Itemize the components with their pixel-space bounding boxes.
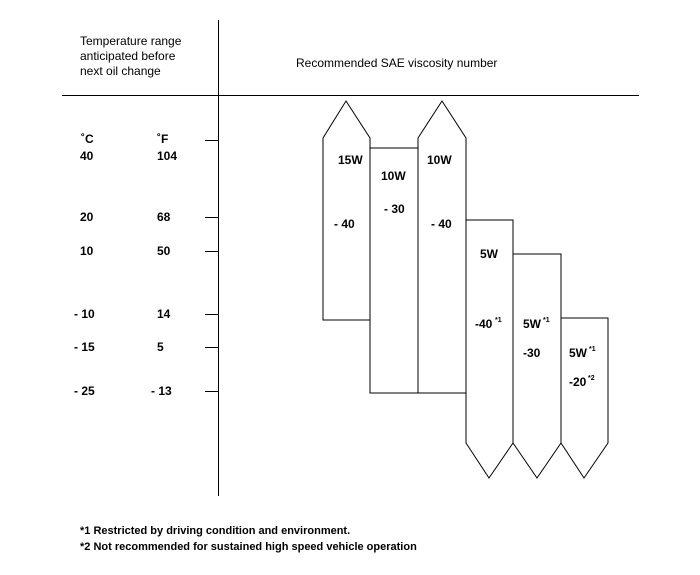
fahrenheit-value: 68 (157, 210, 171, 224)
low-temp-label: -40 (475, 317, 493, 331)
horizontal-divider (62, 95, 639, 96)
viscosity-rect (369, 147, 419, 394)
scale-tick (205, 140, 218, 141)
fahrenheit-value: - 13 (151, 384, 172, 398)
celsius-unit-label: ˚C (81, 132, 94, 146)
fahrenheit-value: 104 (157, 149, 178, 163)
footnote-mark: *1 (589, 346, 596, 353)
grade-label: 10W (427, 153, 452, 167)
grade-5w-20-band: 5W *1 -20 *2 (560, 317, 609, 479)
low-temp-label: -30 (523, 346, 541, 360)
vertical-divider (218, 20, 219, 496)
header-line: next oil change (80, 64, 161, 78)
footnote-mark: *1 (495, 317, 502, 324)
fahrenheit-value: 14 (157, 307, 171, 321)
grade-5w-40-band: 5W -40 *1 (465, 219, 514, 479)
grade-label: 10W (381, 169, 406, 183)
grade-15w-40-band: 15W - 40 (322, 100, 371, 321)
grade-5w-30-band: 5W *1 -30 (512, 253, 562, 479)
scale-tick (205, 347, 218, 348)
grade-10w-40-band: 10W - 40 (417, 100, 467, 394)
fahrenheit-unit-label: ˚F (157, 132, 169, 146)
fahrenheit-value: 5 (157, 340, 164, 354)
viscosity-arrow (560, 317, 609, 479)
celsius-value: - 25 (74, 384, 95, 398)
viscosity-arrow (417, 100, 467, 394)
scale-tick (205, 251, 218, 252)
low-temp-label: - 30 (384, 202, 405, 216)
low-temp-label: - 40 (431, 217, 452, 231)
scale-tick (205, 391, 218, 392)
scale-tick (205, 217, 218, 218)
header-line: Temperature range (80, 34, 182, 48)
viscosity-arrow (465, 219, 514, 479)
grade-label: 5W (480, 247, 499, 261)
footnote-2: *2 Not recommended for sustained high sp… (80, 541, 417, 553)
celsius-value: 10 (80, 244, 94, 258)
viscosity-arrow (512, 253, 562, 479)
footnote-mark: *1 (543, 317, 550, 324)
header-line: anticipated before (80, 49, 176, 63)
celsius-value: - 10 (74, 307, 95, 321)
low-temp-label: -20 (569, 375, 587, 389)
celsius-value: 20 (80, 210, 94, 224)
celsius-value: 40 (80, 149, 94, 163)
scale-tick (205, 314, 218, 315)
footnote-1: *1 Restricted by driving condition and e… (80, 525, 351, 537)
viscosity-header: Recommended SAE viscosity number (296, 56, 498, 70)
footnote-mark: *2 (588, 375, 595, 382)
low-temp-label: - 40 (334, 217, 355, 231)
grade-10w-30-band: 10W - 30 (369, 147, 419, 394)
celsius-value: - 15 (74, 340, 95, 354)
temperature-range-header: Temperature range anticipated before nex… (80, 34, 215, 79)
viscosity-arrow (322, 100, 371, 321)
grade-label: 5W (569, 346, 588, 360)
grade-label: 5W (523, 317, 542, 331)
grade-label: 15W (338, 153, 363, 167)
fahrenheit-value: 50 (157, 244, 171, 258)
